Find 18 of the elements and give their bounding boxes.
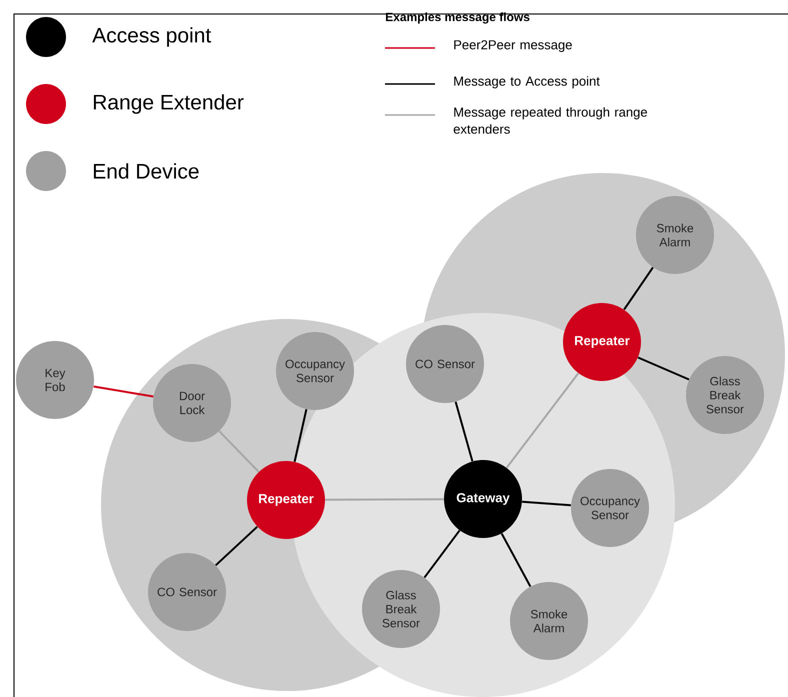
link-line (454, 401, 474, 462)
legend-title: Examples message flows (386, 12, 530, 24)
link-line (522, 500, 571, 506)
link-line (506, 372, 580, 468)
legend-label: Range Extender (94, 94, 244, 114)
link-line (623, 266, 654, 310)
link-line (218, 430, 260, 473)
link-line (638, 356, 690, 380)
link-line (424, 530, 460, 578)
legend-label: Access point (92, 27, 212, 47)
legend-label: Message repeated through range extenders (454, 107, 647, 134)
link-line (215, 526, 258, 566)
legend-label: Message to Access point (454, 76, 600, 88)
link-line (294, 409, 308, 462)
link-line (325, 498, 444, 501)
legend-label: Peer2Peer message (454, 40, 572, 52)
link-line (500, 533, 532, 587)
legend-label: End Device (94, 163, 199, 179)
